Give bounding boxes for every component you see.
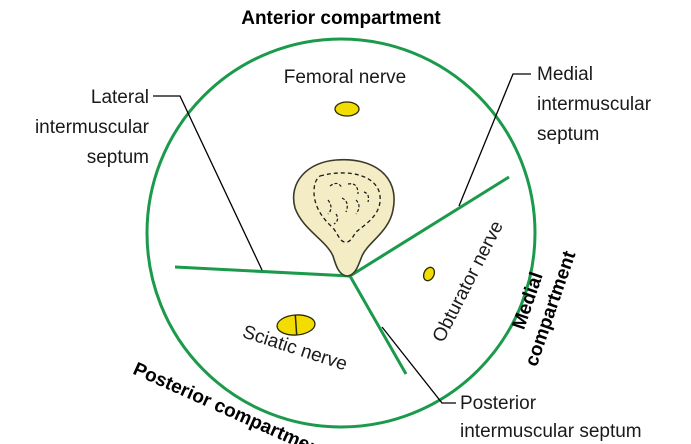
lateral-septum-label-line1: Lateral — [91, 87, 149, 108]
medial-compartment-label: Medial compartment — [499, 240, 581, 369]
obturator-nerve-label: Obturator nerve — [429, 218, 508, 346]
femoral-nerve-shape — [335, 102, 359, 116]
medial-septum-label-line2: intermuscular — [537, 94, 652, 115]
posterior-septum-label-line1: Posterior — [460, 393, 537, 414]
medial-septum-label-line1: Medial — [537, 64, 593, 85]
lateral-septum-label: Lateral intermuscular septum — [35, 87, 150, 168]
posterior-compartment-label: Posterior compartment — [130, 359, 330, 444]
lateral-septum-label-line3: septum — [87, 147, 149, 168]
lateral-intermuscular-septum — [175, 267, 350, 276]
obturator-nerve-shape — [422, 266, 437, 283]
anterior-compartment-label: Anterior compartment — [241, 8, 441, 29]
posterior-septum-label-line2: intermuscular septum — [460, 421, 642, 442]
medial-septum-label: Medial intermuscular septum — [537, 64, 652, 145]
lateral-septum-label-line2: intermuscular — [35, 117, 150, 138]
medial-septum-label-line3: septum — [537, 124, 599, 145]
lateral-septum-leader-line — [153, 96, 262, 270]
posterior-septum-label: Posterior intermuscular septum — [460, 393, 642, 442]
femoral-nerve-label: Femoral nerve — [284, 67, 407, 88]
posterior-intermuscular-septum — [350, 276, 406, 374]
